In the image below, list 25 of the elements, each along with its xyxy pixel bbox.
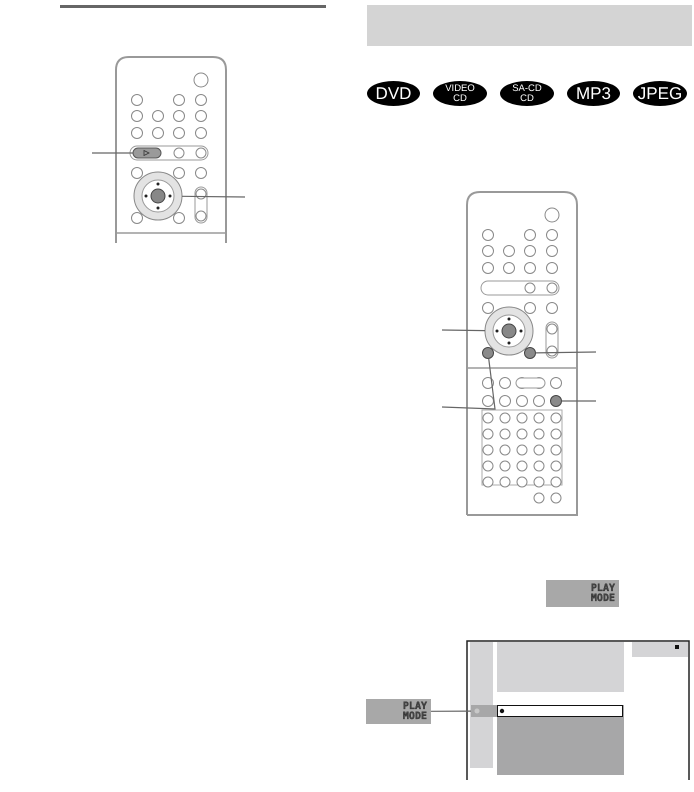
play-button (132, 148, 162, 158)
format-badge (500, 81, 554, 106)
format-label: DVD (376, 85, 412, 102)
mode-icon (546, 580, 619, 607)
format-badge (433, 81, 487, 106)
icon-label: PLAY MODE (590, 584, 615, 604)
leader-line (431, 710, 471, 712)
joystick-control (484, 306, 534, 356)
leader-line (92, 152, 133, 154)
icon-label: PLAY MODE (402, 702, 427, 722)
format-label: JPEG (638, 85, 682, 102)
format-badge (567, 81, 620, 106)
format-label: SA-CD CD (511, 84, 543, 103)
format-badge (633, 81, 687, 106)
format-label: VIDEO CD (444, 84, 476, 103)
leader-line (182, 196, 245, 198)
leader-line (536, 351, 596, 354)
mode-icon (366, 699, 431, 724)
format-badge (367, 81, 420, 106)
leader-line (442, 329, 485, 332)
leader-line (442, 358, 496, 410)
menu-tab (471, 705, 497, 717)
format-label: MP3 (576, 85, 611, 102)
leader-line (562, 400, 596, 402)
joystick-control (134, 172, 182, 220)
